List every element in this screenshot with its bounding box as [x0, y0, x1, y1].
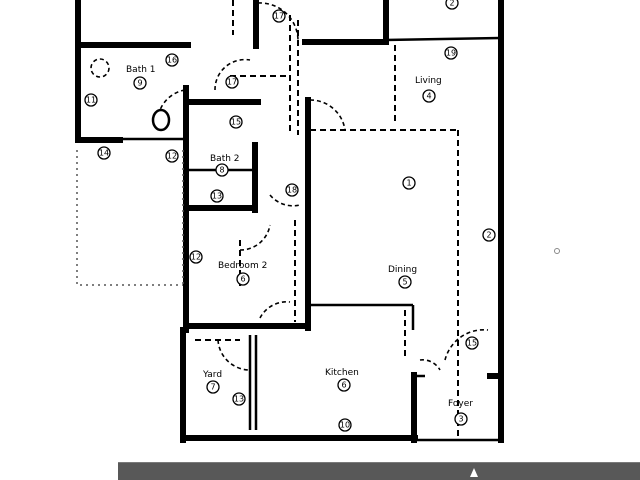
- room-number: 3: [458, 415, 463, 424]
- marker: 12: [191, 253, 201, 262]
- small-circle-mark: [554, 248, 560, 254]
- markers: 1 2 2 10 11 12 13 14 15 16 17 17 18 19 1…: [84, 0, 496, 432]
- marker: 17: [227, 78, 237, 87]
- room-label-yard: Yard: [202, 370, 222, 380]
- dashed-lines: [76, 0, 459, 440]
- marker: 14: [99, 149, 109, 158]
- bottom-toolbar: [118, 462, 640, 480]
- walls: [75, 0, 504, 443]
- marker: 12: [167, 152, 177, 161]
- marker: 11: [86, 96, 96, 105]
- room-label-foyer: Foyer: [448, 399, 473, 409]
- marker: 16: [167, 56, 177, 65]
- room-number: 6: [240, 275, 245, 284]
- marker: 15: [467, 339, 477, 348]
- marker: 1: [406, 179, 411, 188]
- marker: 18: [287, 186, 297, 195]
- room-label-dining: Dining: [388, 265, 417, 275]
- marker: 17: [274, 12, 284, 21]
- room-label-bath-2: Bath 2: [210, 154, 240, 164]
- marker: 15: [231, 118, 241, 127]
- marker: 2: [486, 231, 491, 240]
- toolbar-icon[interactable]: [470, 468, 478, 477]
- room-label-living: Living: [415, 76, 442, 86]
- room-labels: Bath 1 Bath 2 Bedroom 2 Living Dining Ki…: [126, 65, 473, 409]
- room-number: 5: [402, 278, 407, 287]
- room-number: 8: [219, 166, 224, 175]
- marker: 13: [234, 395, 244, 404]
- marker: 19: [446, 49, 456, 58]
- room-label-bath-1: Bath 1: [126, 65, 156, 75]
- room-number: 7: [210, 383, 215, 392]
- marker: 13: [212, 192, 222, 201]
- room-label-kitchen: Kitchen: [325, 368, 359, 378]
- door-swings: [90, 2, 489, 371]
- marker: 2: [449, 0, 454, 8]
- room-number: 4: [426, 92, 431, 101]
- room-number: 6: [341, 381, 346, 390]
- room-label-bedroom-2: Bedroom 2: [218, 261, 267, 271]
- room-number: 9: [137, 79, 142, 88]
- marker: 10: [340, 421, 350, 430]
- room-numbers: 9 8 6 4 5 6 7 3: [133, 76, 468, 426]
